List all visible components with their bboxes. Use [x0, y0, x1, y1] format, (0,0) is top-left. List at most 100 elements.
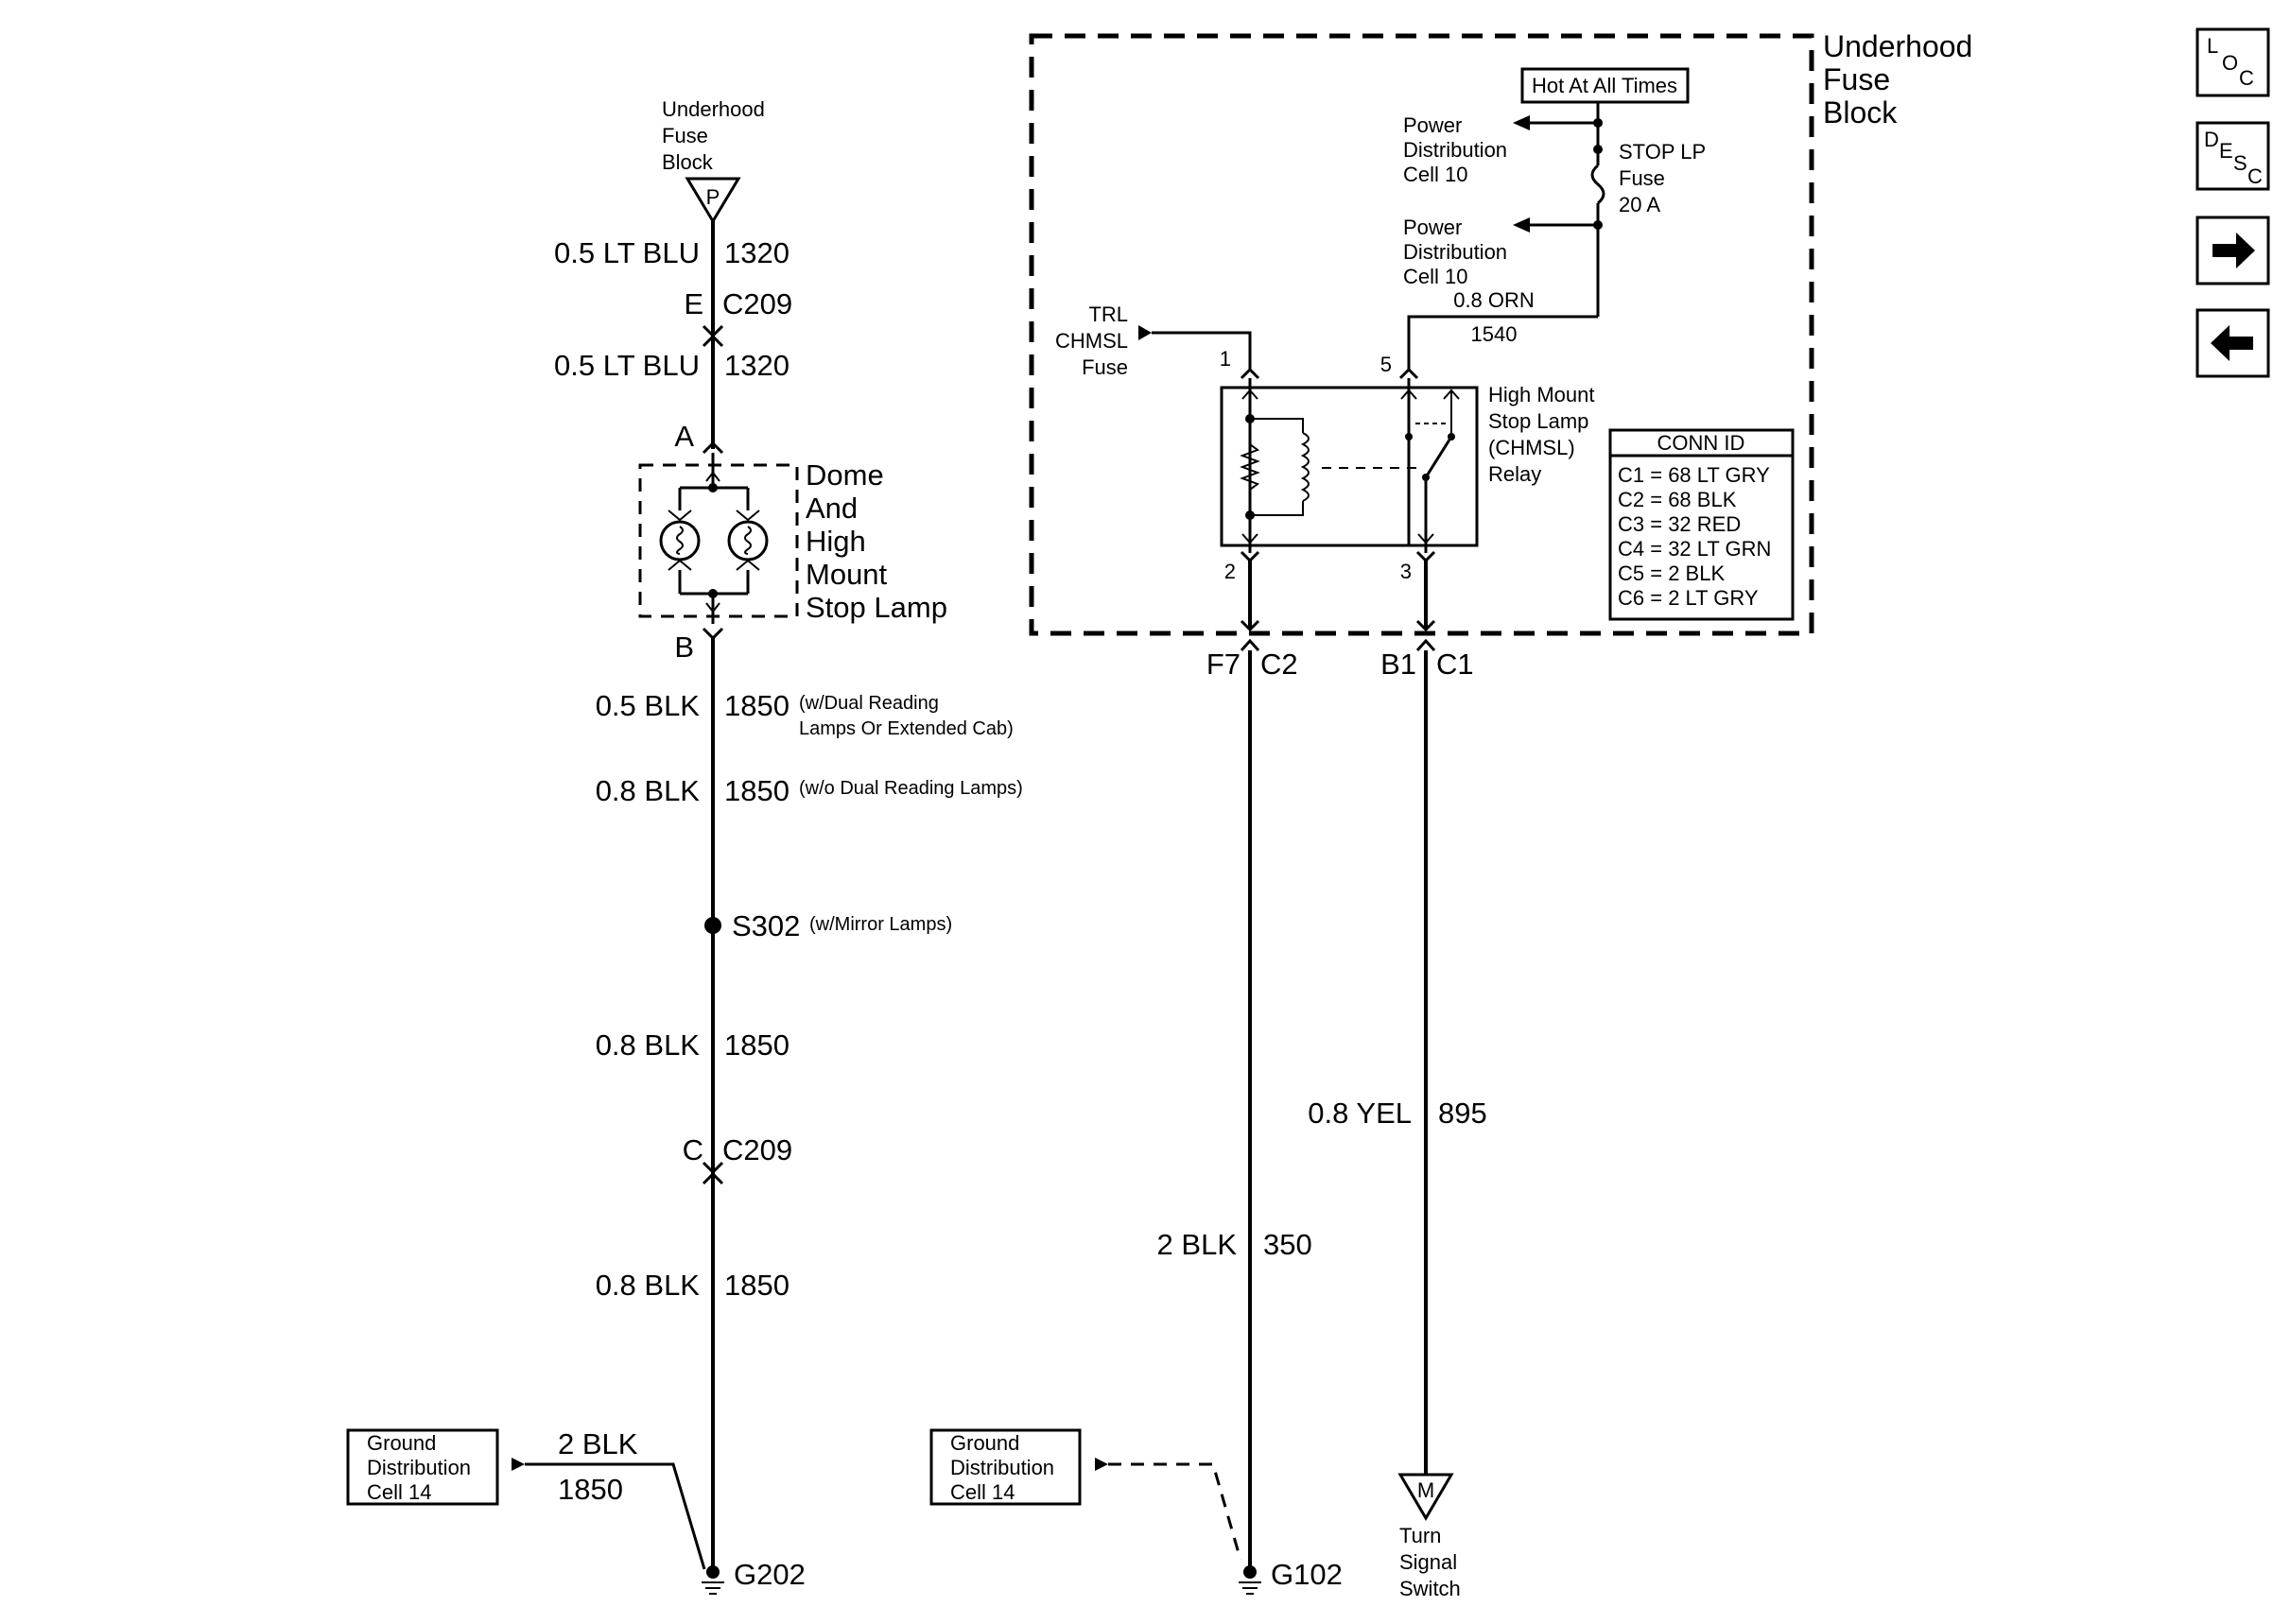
right-circuits: F7 C2 B1 C1 0.8 YEL 895 2 BLK 350 Ground… — [929, 638, 1487, 1600]
underhood-fuse-block: Underhood Fuse Block Hot At All Times Po… — [1029, 29, 1972, 636]
svg-text:L: L — [2207, 34, 2218, 58]
relay-box — [1220, 386, 1479, 547]
conn-id-row: C4 = 32 LT GRN — [1618, 537, 1771, 561]
lamp-label: Mount — [806, 558, 888, 591]
connector-male-mark — [1415, 638, 1436, 652]
conn-id-title: CONN ID — [1657, 431, 1745, 455]
trl-fuse-label: TRL — [1088, 302, 1128, 326]
connector-pin: C — [683, 1133, 703, 1166]
conn-id-row: C3 = 32 RED — [1618, 512, 1741, 536]
ground-box-label: Cell 14 — [950, 1480, 1015, 1504]
conn-id-table — [1608, 428, 1795, 621]
splice-dot — [704, 917, 721, 934]
switch-pin-triangle — [1397, 1473, 1454, 1521]
splice-note: (w/Mirror Lamps) — [809, 914, 952, 935]
relay-label: High Mount — [1488, 383, 1595, 406]
resistor-icon — [1240, 443, 1260, 491]
wire-label: 0.5 LT BLU — [554, 236, 700, 269]
wire-note: (w/o Dual Reading Lamps) — [799, 778, 1023, 799]
relay-pin: 5 — [1380, 353, 1392, 376]
svg-text:E: E — [2219, 139, 2233, 163]
lamp-label: Dome — [806, 458, 884, 492]
relay-label: (CHMSL) — [1488, 436, 1575, 459]
connector-mark — [702, 441, 724, 455]
circuit-number: 350 — [1263, 1228, 1312, 1261]
arrow-icon — [512, 1458, 525, 1471]
coil-icon — [1300, 432, 1310, 502]
ground-distribution-box — [346, 1428, 499, 1506]
left-circuit: Underhood Fuse Block P 0.5 LT BLU 1320 E… — [346, 97, 1023, 1595]
svg-text:S: S — [2233, 151, 2247, 175]
trl-fuse-label: Fuse — [1082, 355, 1128, 379]
relay-label: Relay — [1488, 462, 1541, 486]
underhood-fuse-block-label: Underhood — [662, 97, 765, 121]
power-cell-label: Distribution — [1403, 138, 1507, 162]
circuit-number: 895 — [1438, 1097, 1487, 1130]
ground-distribution-box — [929, 1428, 1082, 1506]
circuit-number: 1540 — [1471, 322, 1518, 346]
wire-1540 — [1407, 315, 1598, 371]
lamp-label: High — [806, 525, 866, 558]
wire-note: Lamps Or Extended Cab) — [799, 718, 1014, 739]
power-cell-label: Distribution — [1403, 240, 1507, 264]
forward-button[interactable] — [2195, 216, 2270, 285]
wire-note: (w/Dual Reading — [799, 693, 939, 714]
connector-id: C2 — [1260, 648, 1298, 681]
wire-label: 0.8 ORN — [1453, 288, 1535, 312]
wire-label: 0.8 BLK — [596, 1269, 701, 1302]
fuse-block-title: Fuse — [1823, 62, 1890, 96]
hot-at-all-times-box — [1520, 67, 1690, 104]
conn-id-row: C5 = 2 BLK — [1618, 561, 1725, 585]
ground-box-label: Ground — [950, 1431, 1019, 1455]
fuse-block-title: Underhood — [1823, 29, 1972, 63]
fuse-block-outline — [1029, 33, 1814, 636]
wire-label: 0.8 BLK — [596, 774, 701, 807]
power-cell-label: Cell 10 — [1403, 265, 1467, 288]
ground-id: G202 — [734, 1558, 806, 1591]
wire-label: 0.8 YEL — [1308, 1097, 1412, 1130]
relay-pin: 2 — [1224, 560, 1236, 583]
connector-male-mark — [702, 1171, 724, 1185]
wire-label: 2 BLK — [1157, 1228, 1238, 1261]
ground-box-label: Ground — [367, 1431, 436, 1455]
back-button[interactable] — [2195, 308, 2270, 378]
underhood-fuse-block-label: Fuse — [662, 124, 708, 147]
conn-id-row: C1 = 68 LT GRY — [1618, 463, 1770, 487]
fuse-label: STOP LP — [1619, 140, 1706, 164]
arrow-icon — [1138, 325, 1152, 340]
connector-male-mark — [1240, 638, 1260, 652]
power-cell-label: Cell 10 — [1403, 163, 1467, 186]
circuit-number: 1850 — [558, 1473, 623, 1506]
location-button[interactable]: L O C — [2195, 27, 2270, 97]
svg-text:C: C — [2239, 66, 2254, 90]
description-button[interactable]: D E S C — [2195, 121, 2270, 191]
connector-pin: F7 — [1206, 648, 1241, 681]
switch-pin-label: M — [1417, 1478, 1434, 1502]
conn-id-row: C2 = 68 BLK — [1618, 488, 1737, 511]
lamp-assembly-box — [638, 463, 799, 618]
fuse-pin-triangle — [685, 177, 741, 224]
circuit-number: 1850 — [724, 774, 789, 807]
lamp-label: And — [806, 492, 858, 525]
ground-box-label: Distribution — [950, 1456, 1054, 1479]
connector-pin: E — [684, 287, 703, 320]
arrow-icon — [1095, 1458, 1108, 1471]
trl-fuse-label: CHMSL — [1055, 329, 1128, 353]
lamp-pin-b: B — [674, 631, 694, 664]
ground-box-label: Cell 14 — [367, 1480, 431, 1504]
wire-label: 0.8 BLK — [596, 1028, 701, 1062]
fuse-label: Fuse — [1619, 166, 1665, 190]
arrow-right-icon — [2212, 233, 2255, 268]
connector-id: C1 — [1436, 648, 1474, 681]
wire-label: 0.5 LT BLU — [554, 349, 700, 382]
circuit-number: 1850 — [724, 1269, 789, 1302]
connector-pin: B1 — [1380, 648, 1416, 681]
optional-ground-wire — [1108, 1462, 1242, 1561]
switch-label: Signal — [1399, 1550, 1457, 1574]
ground-node — [1243, 1565, 1257, 1579]
ground-id: G102 — [1271, 1558, 1343, 1591]
fuse-icon — [1590, 164, 1605, 205]
lamp-label: Stop Lamp — [806, 591, 947, 624]
arrow-icon — [1513, 217, 1530, 233]
